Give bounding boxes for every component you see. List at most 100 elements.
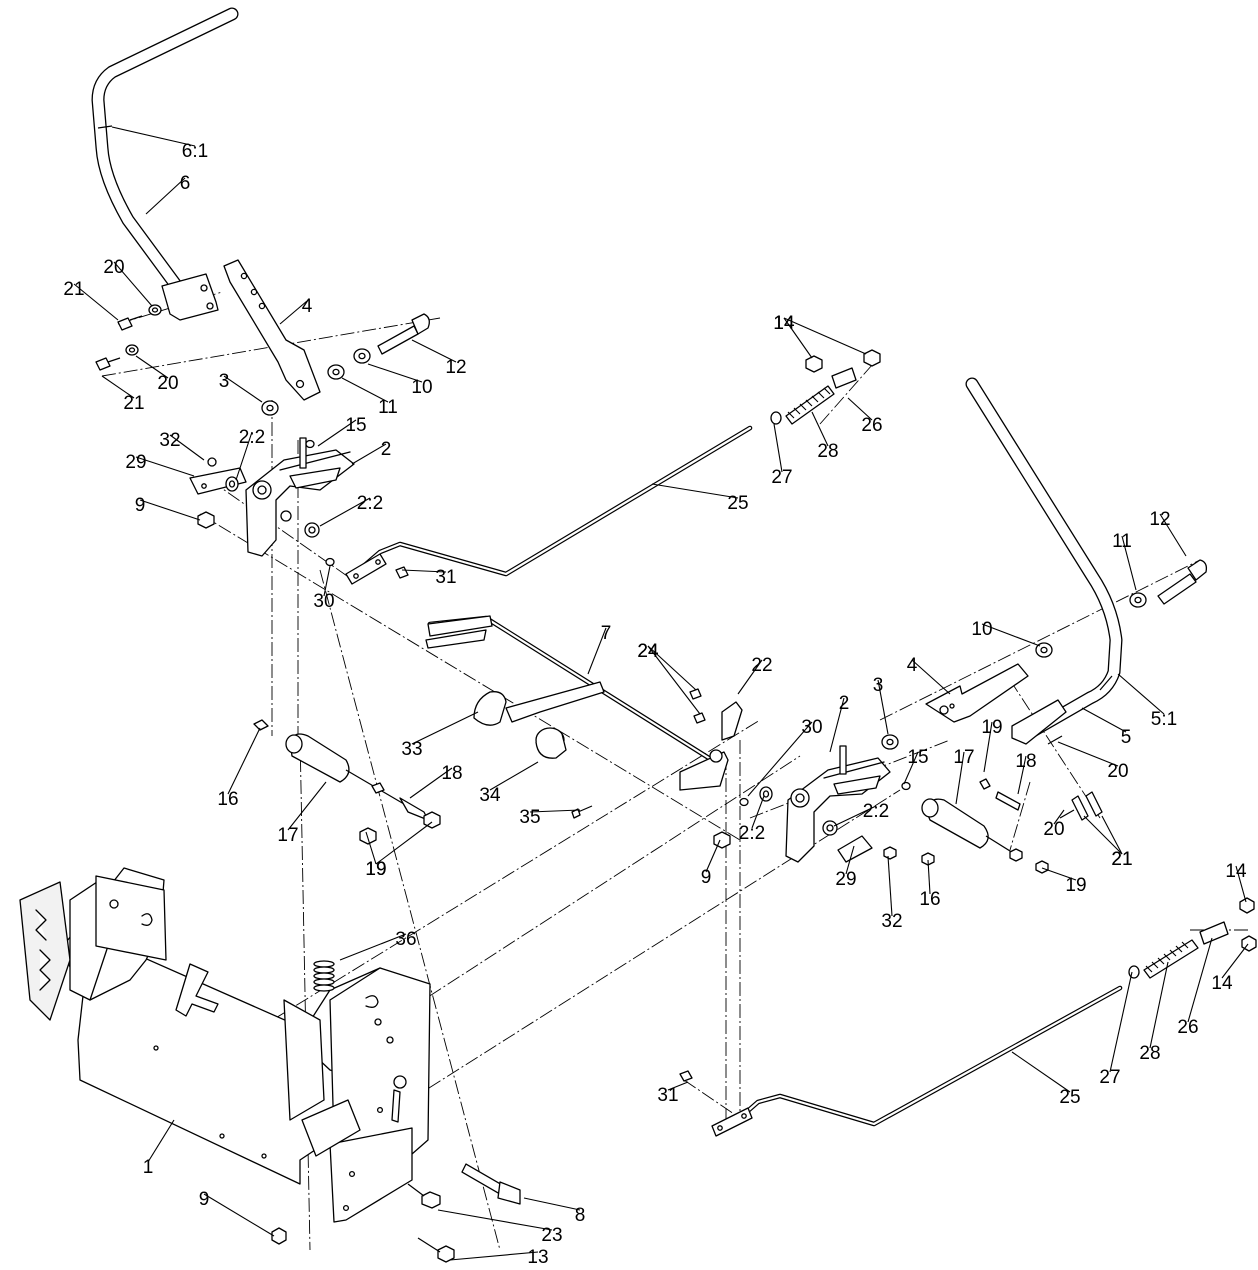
callout-c-20-b: 20 [157,373,178,394]
leader-line-c-20-c [1057,741,1119,767]
leader-line-c-13-a [449,1251,539,1261]
callout-c-5-a: 5 [1121,727,1132,748]
callout-c-20-d: 20 [1043,819,1064,840]
right-linkage-rod [679,985,1123,1137]
leader-line-c-29-a [135,456,195,477]
leader-line-c-9-a [139,499,201,521]
left-pivot-bracket [245,437,355,557]
callout-c-27-b: 27 [1099,1067,1120,1088]
leader-line-c-27-a [773,423,783,473]
callout-c-18-b: 18 [441,763,462,784]
leader-line-c-21-b [101,375,135,399]
leader-line-c-21-a [73,283,119,321]
leader-line-c-21-c [1083,815,1123,855]
leader-line-c-32-b [887,855,893,917]
left-spring-assembly [770,349,881,425]
callout-c-24-b: 24 [637,641,659,662]
callout-c-4-b: 4 [907,655,918,676]
leader-line-c-30-b [747,721,813,797]
callout-c-21-a: 21 [63,279,84,300]
callout-c-4-a: 4 [302,296,313,317]
leader-line-c-2-2-b [319,497,371,527]
callout-c-14-b: 14 [773,313,795,334]
callout-c-20-a: 20 [103,257,124,278]
leader-line-c-24-b [647,645,701,715]
leader-line-c-14-c [1235,865,1247,903]
callout-c-25-a: 25 [727,493,748,514]
callout-c-6-1-a: 6:1 [182,141,208,162]
leader-line-c-4-b [911,659,951,695]
leader-line-c-2-2-a [235,431,253,481]
callout-c-21-c: 21 [1111,849,1132,870]
callout-c-30-a: 30 [313,591,334,612]
leader-line-c-18-a [1017,755,1027,795]
callout-labels: 6:1620214121011202131414262827152:223229… [63,126,1249,1268]
leader-line-c-14-a [783,317,813,359]
callout-c-32-b: 32 [881,911,902,932]
callout-c-11-a: 11 [378,397,398,418]
leader-line-c-36-a [339,933,407,961]
left-control-handle [91,7,239,321]
callout-c-2-a: 2 [381,439,392,460]
leader-line-c-4-a [279,300,308,325]
leader-line-c-26-a [847,397,873,421]
callout-c-16-b: 16 [919,889,940,910]
leader-line-c-15-a [317,419,357,447]
leader-line-c-25-b [1011,1051,1071,1093]
callout-c-19-c: 19 [365,859,386,880]
callout-c-9-c: 9 [199,1189,210,1210]
right-control-handle [965,377,1123,745]
leader-line-c-10-a [367,363,423,383]
callout-c-21-d: 21 [1111,849,1132,870]
leader-line-c-1-a [147,1119,175,1163]
left-damper [253,719,441,845]
leader-line-c-3-b [877,679,889,735]
main-frame [19,867,431,1223]
leader-line-c-19-a [983,721,993,773]
callout-c-25-b: 25 [1059,1087,1080,1108]
callout-c-3-a: 3 [219,371,230,392]
leader-line-c-14-d [1221,943,1249,979]
callout-c-3-b: 3 [873,675,884,696]
callout-c-15-b: 15 [907,747,928,768]
callout-c-19-d: 19 [1065,875,1086,896]
leader-line-c-2-b [829,697,845,753]
leader-line-c-19-b [365,831,377,865]
callout-c-2-2-d: 2:2 [739,823,765,844]
callout-c-17-b: 17 [277,825,298,846]
callout-c-32-a: 32 [159,430,180,451]
callout-c-5-1-a: 5:1 [1151,709,1177,730]
callout-c-31-a: 31 [435,567,456,588]
leader-line-c-19-d [1041,867,1077,881]
left-small-hardware [189,439,335,567]
leader-line-c-29-b [845,845,855,875]
callout-c-14-d: 14 [1211,973,1233,994]
callout-c-30-b: 30 [801,717,822,738]
leader-line-c-19-c [375,821,433,865]
leader-line-c-34-a [489,761,539,791]
leader-line-c-24-a [647,645,697,691]
leader-line-c-17-b [287,781,327,831]
leader-line-c-20-b [135,355,169,379]
leader-line-c-31-b [667,1081,689,1091]
leader-line-c-18-b [409,767,453,799]
callout-c-23-a: 23 [541,1225,562,1246]
leader-line-c-3-a [223,375,263,403]
callout-c-17-a: 17 [953,747,974,768]
leader-line-c-5-a [1081,707,1127,733]
callout-c-12-b: 12 [1149,509,1170,530]
callout-c-15-a: 15 [345,415,366,436]
callout-c-24-a: 24 [637,641,659,662]
callout-c-27-a: 27 [771,467,792,488]
callout-c-14-a: 14 [773,313,795,334]
callout-c-29-b: 29 [835,869,856,890]
callout-c-19-a: 19 [981,717,1002,738]
leader-line-c-26-b [1187,937,1213,1023]
leader-line-c-2-a [351,443,387,465]
callout-c-2-2-a: 2:2 [239,427,265,448]
leader-line-c-17-a [955,751,965,805]
leader-line-c-22-a [737,659,763,695]
callout-c-11-b: 11 [1112,531,1132,552]
leader-line-c-35-a [529,809,581,813]
leader-line-c-5-1-a [1117,673,1165,715]
